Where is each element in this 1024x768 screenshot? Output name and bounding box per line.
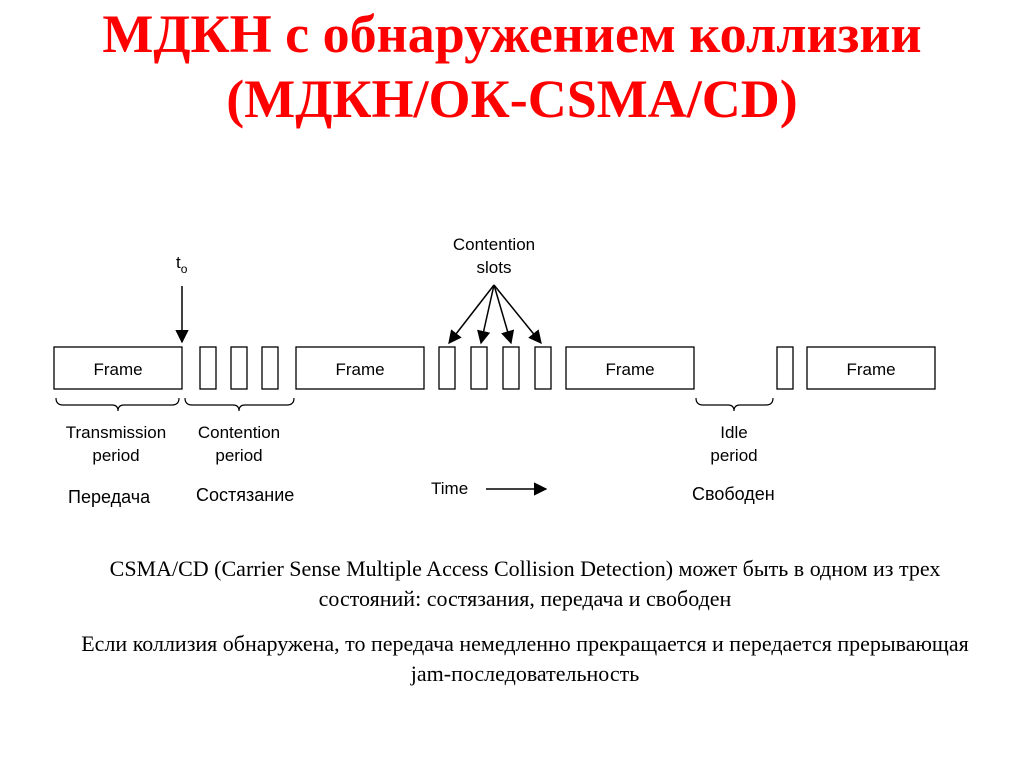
slot-arrow-1 — [448, 284, 495, 345]
ru-idle-label: Свободен — [692, 484, 775, 504]
frame-box-4 — [806, 346, 936, 390]
frame-box-3 — [565, 346, 695, 390]
slot-box — [534, 346, 552, 390]
frame-box-2 — [295, 346, 425, 390]
contention-period-label-1: Contention — [198, 423, 280, 442]
paragraph-csma-states: CSMA/CD (Carrier Sense Multiple Access C… — [109, 556, 941, 611]
frame-box-1 — [53, 346, 183, 390]
slot-arrow-3 — [493, 284, 515, 345]
slot-box — [438, 346, 456, 390]
paragraph-collision-jam: Если коллизия обнаружена, то передача не… — [81, 631, 969, 686]
contention-brace — [184, 397, 295, 412]
slide-title: МДКН с обнаружением коллизии (МДКН/ОК-CS… — [0, 2, 1024, 132]
slot-box — [261, 346, 279, 390]
title-line-1: МДКН с обнаружением коллизии — [102, 4, 922, 64]
idle-period-label-2: period — [710, 446, 757, 465]
frame-label-4: Frame — [846, 360, 895, 379]
slot-box — [776, 346, 794, 390]
slot-arrow-2 — [477, 284, 495, 345]
idle-brace — [695, 397, 774, 412]
slot-box — [199, 346, 217, 390]
ru-transmission-label: Передача — [68, 487, 151, 507]
t0-label: to — [176, 253, 188, 276]
transmission-brace — [55, 397, 180, 412]
transmission-period-label-1: Transmission — [66, 423, 166, 442]
csma-cd-timeline-diagram: to Contention slots Frame Fr — [53, 235, 936, 507]
slot-arrow-4 — [493, 284, 542, 345]
time-label: Time — [431, 479, 468, 498]
idle-period-label-1: Idle — [720, 423, 747, 442]
contention-period-label-2: period — [215, 446, 262, 465]
frame-label-1: Frame — [93, 360, 142, 379]
contention-slots-label-1: Contention — [453, 235, 535, 254]
slot-box — [470, 346, 488, 390]
frame-label-3: Frame — [605, 360, 654, 379]
slot-box — [502, 346, 520, 390]
contention-slots-label-2: slots — [477, 258, 512, 277]
frame-label-2: Frame — [335, 360, 384, 379]
transmission-period-label-2: period — [92, 446, 139, 465]
ru-contention-label: Состязание — [196, 485, 294, 505]
title-line-2: (МДКН/ОК-CSMA/CD) — [226, 69, 798, 129]
slot-box — [230, 346, 248, 390]
